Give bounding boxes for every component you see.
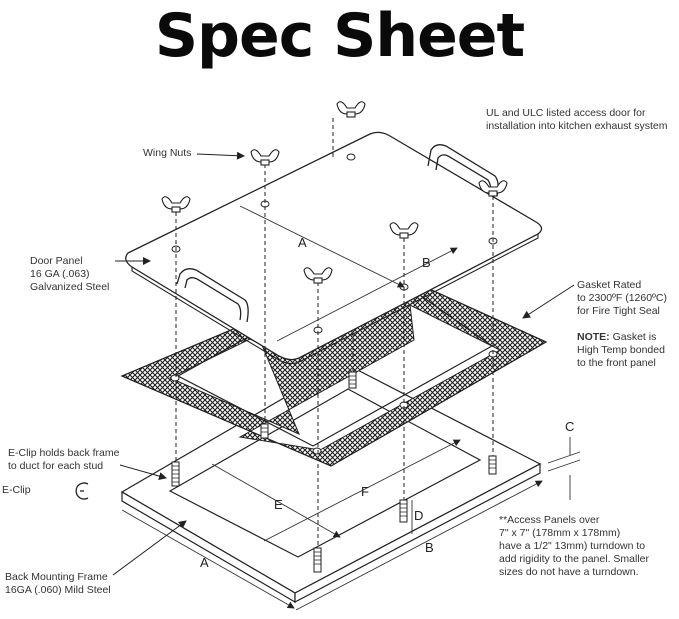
dimension-lines	[121, 205, 581, 611]
gasket-note: NOTE: Gasket is High Temp bonded to the …	[577, 331, 665, 370]
back-frame-line-2: 16GA (.060) Mild Steel	[5, 584, 111, 596]
ul-listed-note: UL and ULC listed access door for instal…	[486, 107, 668, 133]
wing-nut-icon	[250, 149, 280, 166]
wing-nuts-label: Wing Nuts	[143, 147, 192, 159]
stud-threads	[172, 375, 496, 565]
callout-arrows	[112, 151, 575, 576]
e-clip-holds-label: E-Clip holds back frame to duct for each…	[8, 447, 119, 473]
door-panel	[125, 131, 543, 365]
access-line-4: add rigidity to the panel. Smaller	[499, 553, 649, 565]
gasket-line-3: for Fire Tight Seal	[577, 305, 660, 317]
dim-c: C	[565, 419, 575, 434]
access-panels-note: **Access Panels over 7" x 7" (178mm x 17…	[499, 514, 649, 579]
back-frame-label: Back Mounting Frame 16GA (.060) Mild Ste…	[5, 571, 111, 597]
e-clip-icon	[75, 482, 89, 500]
ul-listed-line-2: installation into kitchen exhaust system	[486, 120, 668, 132]
back-mounting-frame	[120, 362, 542, 604]
gasket-bolt-holes	[170, 350, 498, 455]
dim-a-top: A	[298, 235, 307, 250]
door-panel-line-2: 16 GA (.063)	[30, 268, 90, 280]
door-panel-line-3: Galvanized Steel	[30, 281, 110, 293]
wing-nut-icon	[161, 196, 191, 213]
ul-listed-line-1: UL and ULC listed access door for	[486, 107, 646, 119]
page-title: Spec Sheet	[154, 1, 525, 71]
access-line-1: **Access Panels over	[499, 514, 600, 526]
access-line-5: sizes do not have a turndown.	[499, 566, 639, 578]
wing-nut-icon	[389, 222, 419, 239]
note-line-3: to the front panel	[577, 357, 656, 369]
dim-b-top: B	[422, 255, 431, 270]
gasket-line-1: Gasket Rated	[577, 279, 642, 291]
note-line-2: High Temp bonded	[577, 344, 665, 356]
access-line-2: 7" x 7" (178mm x 178mm)	[499, 527, 621, 539]
note-bold: NOTE:	[577, 331, 610, 343]
gasket-line-2: to 2300ºF (1260ºC)	[577, 292, 667, 304]
back-frame-line-1: Back Mounting Frame	[5, 571, 108, 583]
e-clip-holds-line-1: E-Clip holds back frame	[8, 447, 120, 459]
dim-b-bottom: B	[425, 540, 434, 555]
note-line-1: Gasket is	[609, 331, 657, 343]
dim-d: D	[414, 508, 424, 523]
gasket-label: Gasket Rated to 2300ºF (1260ºC) for Fire…	[577, 279, 667, 318]
access-line-3: have a 1/2" 13mm) turndown to	[499, 540, 646, 552]
dim-e: E	[274, 497, 283, 512]
dim-a-bottom: A	[200, 555, 209, 570]
door-panel-line-1: Door Panel	[30, 255, 83, 267]
wing-nuts	[161, 101, 508, 284]
wing-nut-icon	[336, 101, 366, 118]
dim-f: F	[361, 484, 369, 499]
wing-nut-icon	[478, 180, 508, 197]
door-panel-label: Door Panel 16 GA (.063) Galvanized Steel	[30, 255, 109, 294]
e-clip-holds-line-2: to duct for each stud	[8, 460, 104, 472]
e-clip-label: E-Clip	[2, 484, 31, 496]
wing-nut-icon	[303, 267, 333, 284]
